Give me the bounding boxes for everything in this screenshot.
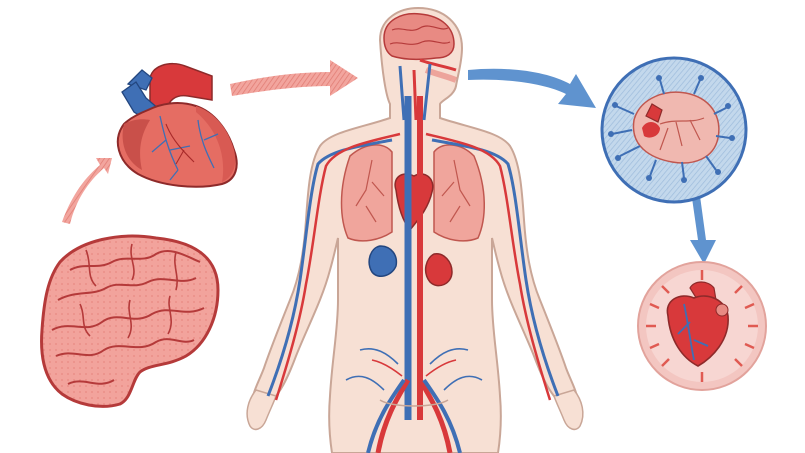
heart-in-red-circle-icon: [637, 261, 767, 391]
circulatory-system-body-icon: [246, 6, 584, 453]
arrow-blue-to-red-circle: [690, 196, 716, 264]
arrow-body-to-blue-circle: [468, 68, 596, 108]
arrow-heart-to-body: [230, 60, 358, 96]
heart-in-blue-circle-icon: [600, 56, 748, 204]
brain-icon: [40, 234, 220, 408]
arrow-brain-to-heart: [62, 158, 112, 224]
anatomical-heart-icon: [116, 62, 238, 188]
